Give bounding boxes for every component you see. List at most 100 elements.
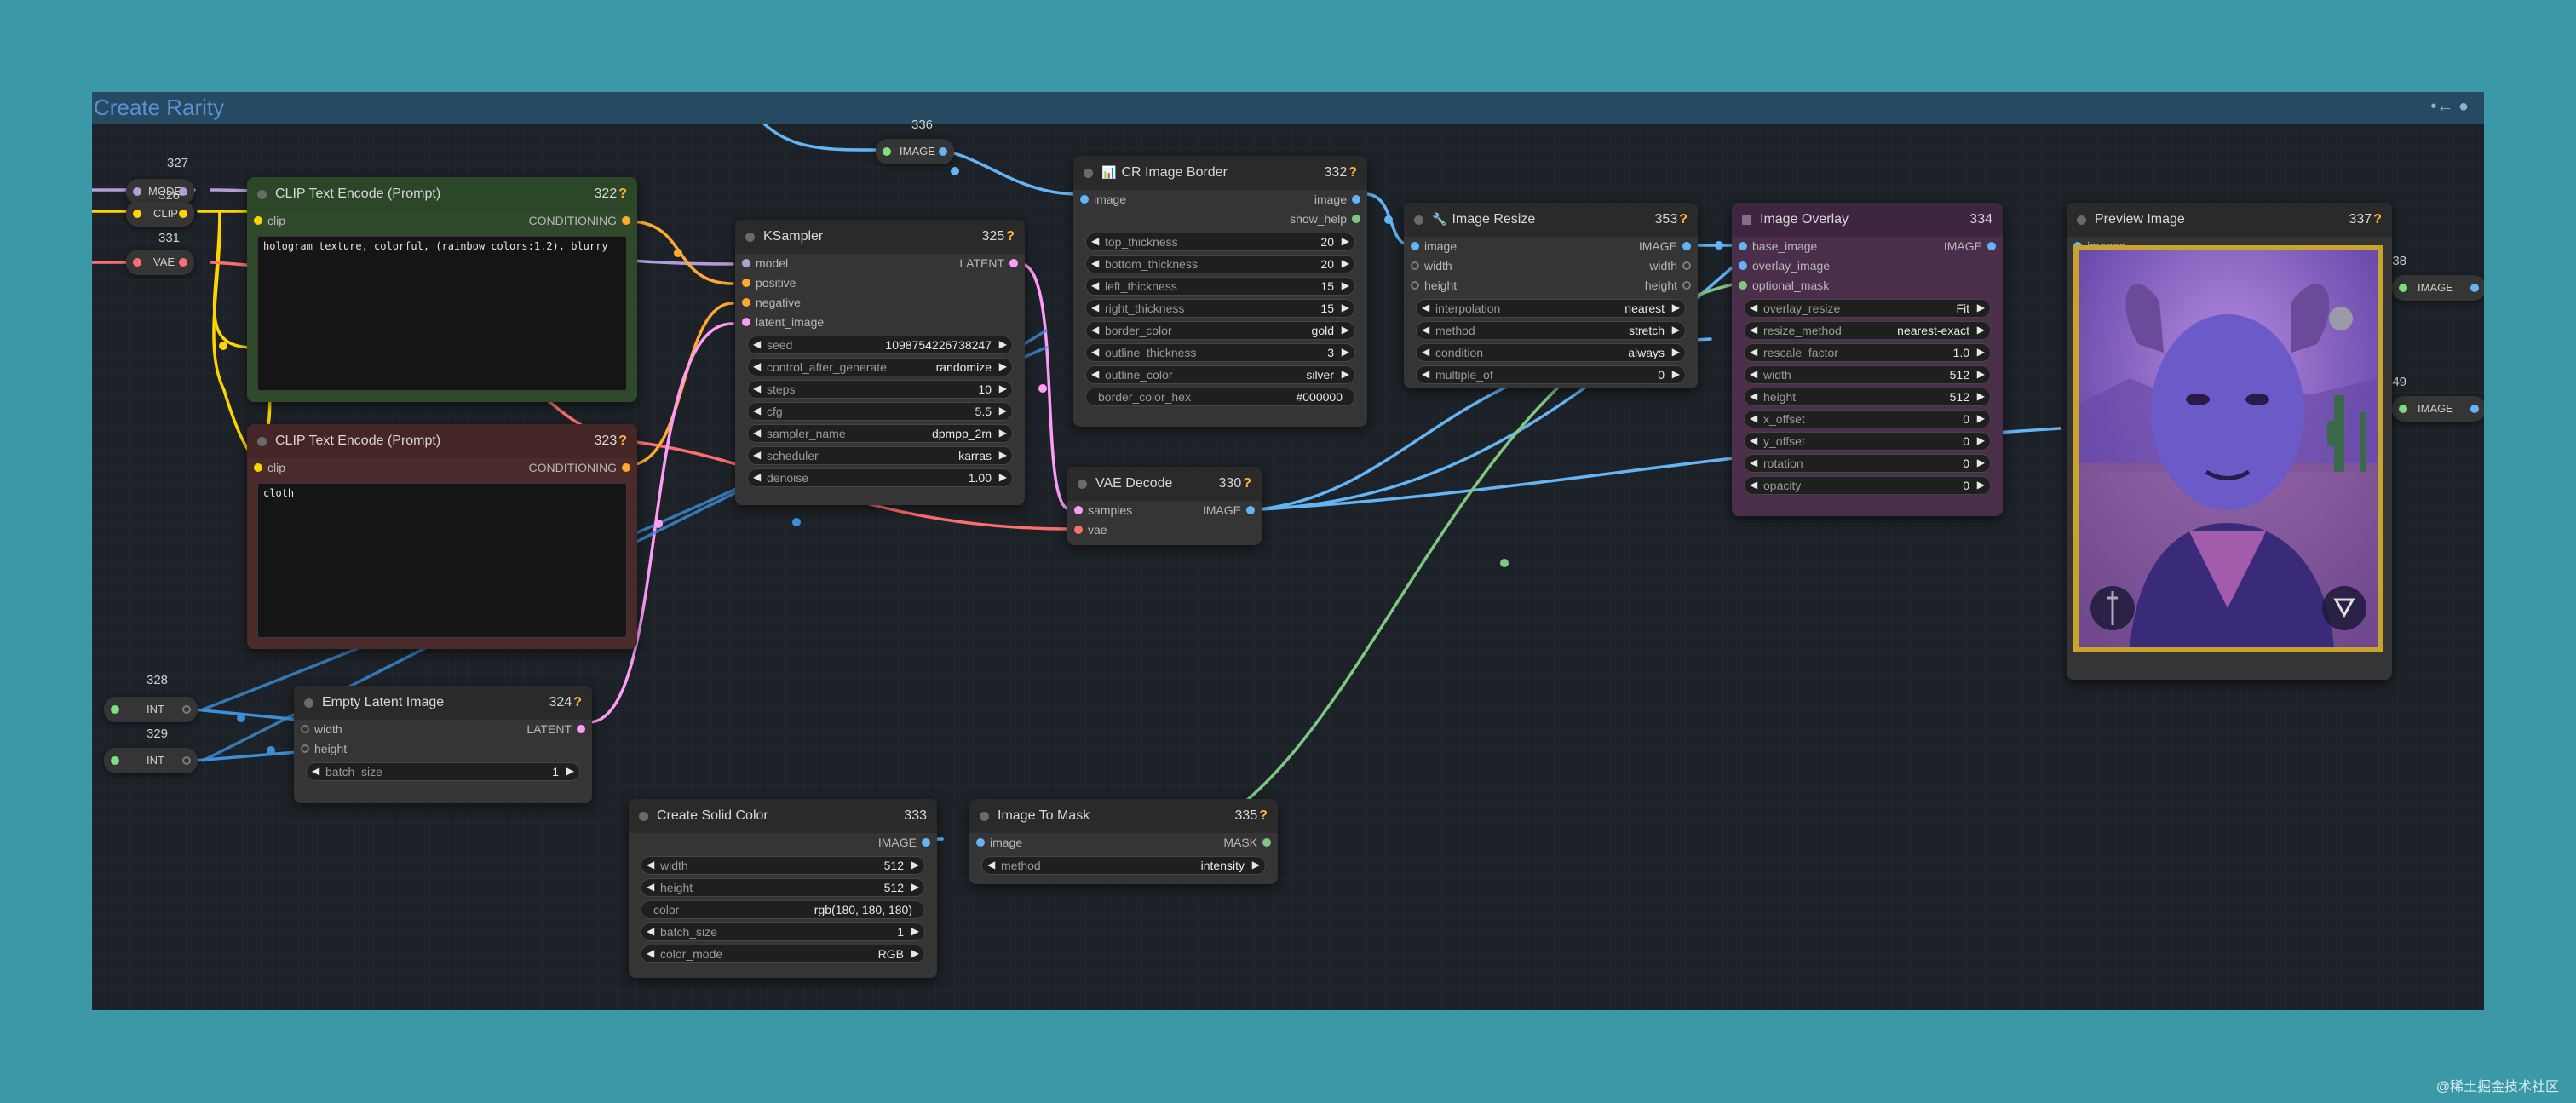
reroute-vae[interactable]: VAE bbox=[126, 250, 194, 275]
decrement-arrow-icon[interactable]: ◀ bbox=[753, 471, 762, 483]
input-dot[interactable] bbox=[2399, 284, 2407, 292]
increment-arrow-icon[interactable]: ▶ bbox=[911, 859, 919, 870]
increment-arrow-icon[interactable]: ▶ bbox=[1976, 457, 1985, 468]
latent-image-input-slot[interactable] bbox=[742, 318, 750, 326]
height-input-slot[interactable] bbox=[1411, 281, 1419, 290]
collapse-dot[interactable] bbox=[1742, 215, 1751, 225]
decrement-arrow-icon[interactable]: ◀ bbox=[647, 859, 655, 870]
decrement-arrow-icon[interactable]: ◀ bbox=[753, 405, 762, 416]
negative-input-slot[interactable] bbox=[742, 298, 750, 307]
conditioning-output-slot[interactable] bbox=[622, 216, 630, 225]
node-title-bar[interactable]: CLIP Text Encode (Prompt) 323? bbox=[247, 424, 637, 458]
image-output-slot[interactable] bbox=[1352, 195, 1360, 204]
collapse-dot[interactable] bbox=[304, 698, 313, 708]
decrement-arrow-icon[interactable]: ◀ bbox=[1750, 346, 1758, 358]
decrement-arrow-icon[interactable]: ◀ bbox=[1750, 390, 1758, 402]
conditioning-output-slot[interactable] bbox=[622, 463, 630, 472]
positive-input-slot[interactable] bbox=[742, 279, 750, 287]
increment-arrow-icon[interactable]: ▶ bbox=[1341, 368, 1349, 380]
reroute-clip[interactable]: CLIP bbox=[126, 201, 194, 227]
increment-arrow-icon[interactable]: ▶ bbox=[911, 925, 919, 937]
vae-input-slot[interactable] bbox=[1074, 526, 1083, 534]
image-output-slot[interactable] bbox=[1682, 242, 1691, 250]
batch-size-widget[interactable]: ◀ batch_size 1 ▶ bbox=[306, 762, 580, 781]
show-help-output-slot[interactable] bbox=[1352, 215, 1360, 223]
decrement-arrow-icon[interactable]: ◀ bbox=[1750, 434, 1758, 446]
node-canvas[interactable]: Create Rarity •← ● 327 MODEL 326 CLIP 33… bbox=[92, 92, 2484, 1010]
increment-arrow-icon[interactable]: ▶ bbox=[998, 405, 1007, 416]
increment-arrow-icon[interactable]: ▶ bbox=[1976, 390, 1985, 402]
group-collapse-icon[interactable]: •← ● bbox=[2430, 97, 2469, 116]
clip-input-slot[interactable] bbox=[254, 216, 262, 225]
increment-arrow-icon[interactable]: ▶ bbox=[1976, 368, 1985, 380]
input-dot[interactable] bbox=[133, 187, 141, 196]
increment-arrow-icon[interactable]: ▶ bbox=[998, 360, 1007, 372]
output-dot[interactable] bbox=[2470, 405, 2479, 413]
output-dot[interactable] bbox=[179, 258, 187, 267]
increment-arrow-icon[interactable]: ▶ bbox=[1341, 324, 1349, 336]
decrement-arrow-icon[interactable]: ◀ bbox=[1091, 302, 1100, 313]
increment-arrow-icon[interactable]: ▶ bbox=[1976, 434, 1985, 446]
input-dot[interactable] bbox=[883, 147, 891, 156]
collapse-dot[interactable] bbox=[639, 812, 648, 821]
increment-arrow-icon[interactable]: ▶ bbox=[998, 471, 1007, 483]
decrement-arrow-icon[interactable]: ◀ bbox=[1422, 324, 1430, 336]
clip-text-encode-negative-node[interactable]: CLIP Text Encode (Prompt) 323? clip COND… bbox=[247, 424, 637, 649]
input-dot[interactable] bbox=[2399, 405, 2407, 413]
decrement-arrow-icon[interactable]: ◀ bbox=[1422, 346, 1430, 358]
decrement-arrow-icon[interactable]: ◀ bbox=[1422, 302, 1430, 313]
collapse-dot[interactable] bbox=[1084, 169, 1093, 178]
decrement-arrow-icon[interactable]: ◀ bbox=[1750, 457, 1758, 468]
increment-arrow-icon[interactable]: ▶ bbox=[1671, 302, 1680, 313]
node-title-bar[interactable]: VAE Decode 330? bbox=[1067, 467, 1262, 501]
increment-arrow-icon[interactable]: ▶ bbox=[1671, 346, 1680, 358]
increment-arrow-icon[interactable]: ▶ bbox=[911, 947, 919, 959]
increment-arrow-icon[interactable]: ▶ bbox=[1341, 302, 1349, 313]
collapse-dot[interactable] bbox=[257, 190, 267, 199]
increment-arrow-icon[interactable]: ▶ bbox=[998, 382, 1007, 394]
increment-arrow-icon[interactable]: ▶ bbox=[1341, 235, 1349, 247]
decrement-arrow-icon[interactable]: ◀ bbox=[1750, 368, 1758, 380]
increment-arrow-icon[interactable]: ▶ bbox=[1251, 859, 1260, 870]
decrement-arrow-icon[interactable]: ◀ bbox=[647, 947, 655, 959]
reroute-image-349[interactable]: IMAGE bbox=[2392, 396, 2484, 422]
decrement-arrow-icon[interactable]: ◀ bbox=[1091, 368, 1100, 380]
input-dot[interactable] bbox=[133, 210, 141, 218]
increment-arrow-icon[interactable]: ▶ bbox=[1341, 257, 1349, 269]
clip-input-slot[interactable] bbox=[254, 463, 262, 472]
output-dot[interactable] bbox=[179, 187, 187, 196]
output-dot[interactable] bbox=[2470, 284, 2479, 292]
preview-image[interactable] bbox=[2073, 245, 2383, 652]
latent-output-slot[interactable] bbox=[577, 725, 585, 733]
decrement-arrow-icon[interactable]: ◀ bbox=[647, 881, 655, 893]
decrement-arrow-icon[interactable]: ◀ bbox=[753, 449, 762, 461]
prompt-textarea[interactable]: hologram texture, colorful, (rainbow col… bbox=[257, 236, 627, 391]
width-input-slot[interactable] bbox=[1411, 261, 1419, 270]
mask-output-slot[interactable] bbox=[1262, 838, 1271, 847]
vae-decode-node[interactable]: VAE Decode 330? samples IMAGE vae bbox=[1067, 467, 1262, 545]
output-dot[interactable] bbox=[179, 210, 187, 218]
overlay-image-input-slot[interactable] bbox=[1739, 261, 1747, 270]
increment-arrow-icon[interactable]: ▶ bbox=[911, 881, 919, 893]
